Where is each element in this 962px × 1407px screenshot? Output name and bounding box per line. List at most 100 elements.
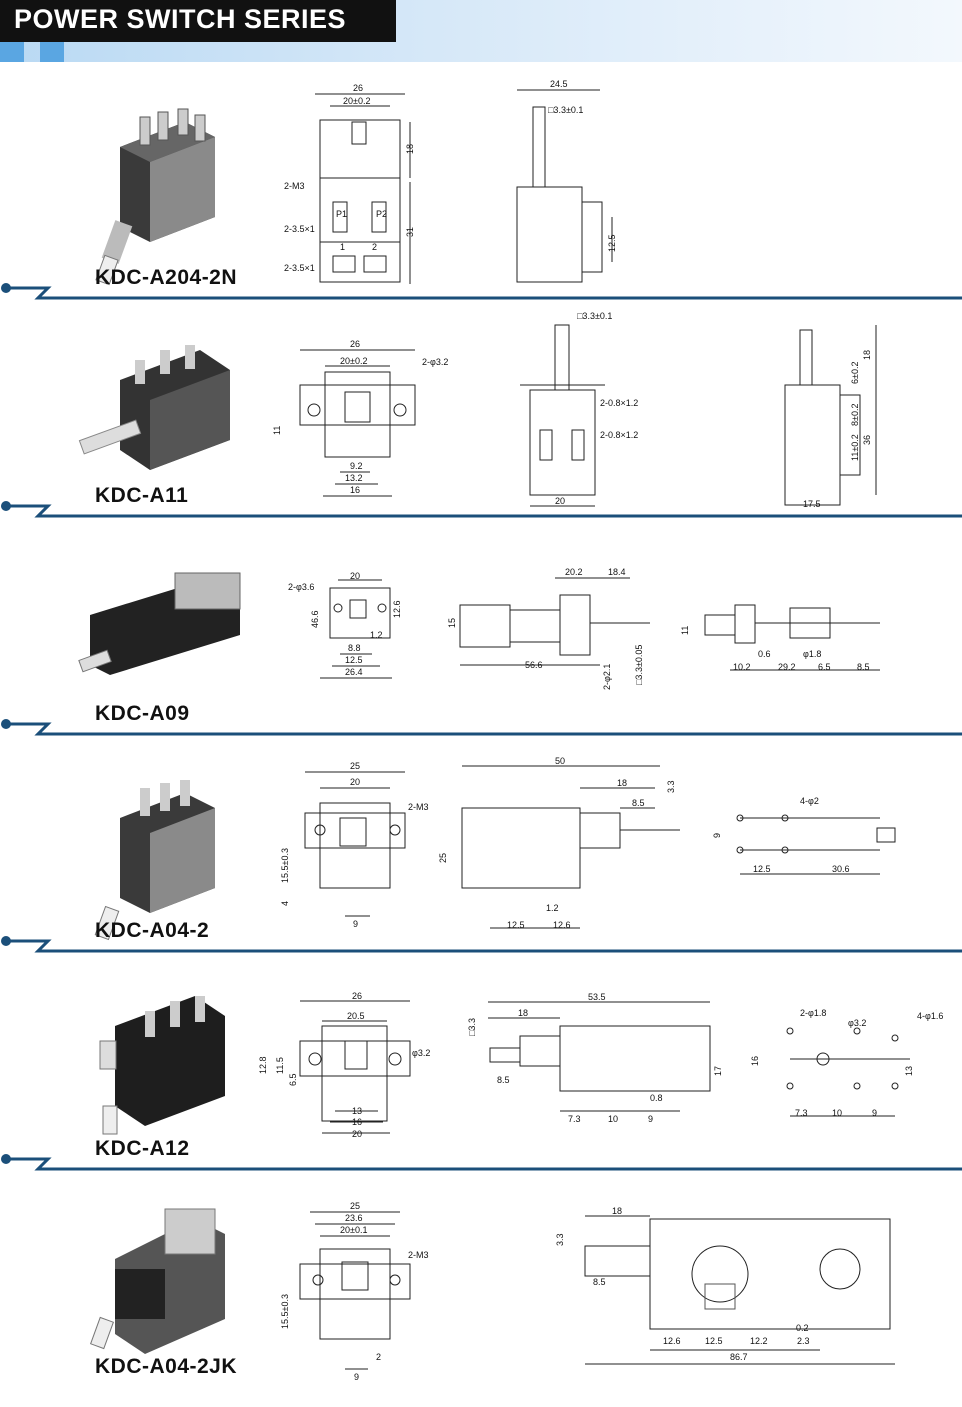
svg-text:2-3.5×1: 2-3.5×1 <box>284 224 315 234</box>
model-label: KDC-A12 <box>95 1137 190 1160</box>
svg-text:φ3.2: φ3.2 <box>848 1018 866 1028</box>
model-label: KDC-A204-2N <box>95 266 238 289</box>
svg-text:□3.3: □3.3 <box>467 1018 477 1036</box>
svg-text:□3.3±0.1: □3.3±0.1 <box>548 105 583 115</box>
svg-text:26.4: 26.4 <box>345 667 363 677</box>
model-label: KDC-A11 <box>95 484 189 507</box>
svg-text:25: 25 <box>350 761 360 771</box>
svg-text:2-φ3.6: 2-φ3.6 <box>288 582 314 592</box>
svg-text:12.8: 12.8 <box>258 1056 268 1074</box>
svg-text:12.6: 12.6 <box>392 600 402 618</box>
svg-text:8.5: 8.5 <box>497 1075 510 1085</box>
side-drawing <box>461 765 680 929</box>
switch-photo <box>94 780 215 941</box>
svg-text:1: 1 <box>340 242 345 252</box>
svg-text:□3.3±0.1: □3.3±0.1 <box>577 311 612 321</box>
svg-text:29.2: 29.2 <box>778 662 796 672</box>
svg-text:26: 26 <box>352 991 362 1001</box>
svg-text:11: 11 <box>680 626 690 635</box>
svg-text:15.5±0.3: 15.5±0.3 <box>280 1294 290 1329</box>
svg-text:18: 18 <box>612 1206 622 1216</box>
svg-text:0.6: 0.6 <box>758 649 771 659</box>
svg-text:25: 25 <box>438 853 448 863</box>
svg-text:9: 9 <box>712 833 722 838</box>
side-drawing <box>488 1001 711 1112</box>
svg-text:2: 2 <box>376 1352 381 1362</box>
front-drawing <box>304 771 406 917</box>
svg-text:8.8: 8.8 <box>348 643 361 653</box>
section-0-drawings: 26 20±0.2 18 31 2-M3 2-3.5×1 2-3.5×1 P1 … <box>1 79 962 300</box>
side-drawing <box>516 89 613 283</box>
header-tab-right <box>40 42 64 62</box>
svg-text:23.6: 23.6 <box>345 1213 363 1223</box>
svg-text:18.4: 18.4 <box>608 567 626 577</box>
svg-text:9: 9 <box>648 1114 653 1124</box>
model-label: KDC-A04-2 <box>95 919 210 942</box>
switch-photo <box>99 996 225 1135</box>
svg-text:16: 16 <box>352 1117 362 1127</box>
svg-text:1.2: 1.2 <box>546 903 559 913</box>
header-tab-left <box>0 42 24 62</box>
svg-text:10: 10 <box>832 1108 842 1118</box>
svg-text:53.5: 53.5 <box>588 992 606 1002</box>
model-label: KDC-A09 <box>95 702 190 725</box>
front-drawing <box>299 1000 411 1134</box>
svg-text:φ1.8: φ1.8 <box>803 649 821 659</box>
svg-text:2-φ3.2: 2-φ3.2 <box>422 357 448 367</box>
svg-text:12.5: 12.5 <box>607 234 617 252</box>
svg-text:4-φ1.6: 4-φ1.6 <box>917 1011 943 1021</box>
svg-text:12.5: 12.5 <box>705 1336 723 1346</box>
svg-text:20: 20 <box>352 1129 362 1139</box>
svg-text:□3.3±0.05: □3.3±0.05 <box>634 645 644 685</box>
svg-text:17: 17 <box>713 1066 723 1076</box>
svg-text:50: 50 <box>555 756 565 766</box>
section-kdc-a11: 26 20±0.2 2-φ3.2 11 9.2 13.2 16 □3.3±0.1… <box>0 300 962 522</box>
svg-text:13: 13 <box>352 1106 362 1116</box>
section-kdc-a09: 20 2-φ3.6 12.6 46.6 8.8 12.5 26.4 1.2 20… <box>0 520 962 740</box>
svg-text:2-0.8×1.2: 2-0.8×1.2 <box>600 430 638 440</box>
svg-text:15.5±0.3: 15.5±0.3 <box>280 848 290 883</box>
section-kdc-a12: 26 20.5 φ3.2 12.8 11.5 6.5 13 16 20 53.5… <box>0 956 962 1176</box>
svg-text:36: 36 <box>862 435 872 445</box>
svg-text:2-φ1.8: 2-φ1.8 <box>800 1008 826 1018</box>
switch-photo <box>95 108 215 286</box>
svg-text:12.6: 12.6 <box>663 1336 681 1346</box>
svg-text:3.3: 3.3 <box>555 1233 565 1246</box>
svg-text:2-0.8×1.2: 2-0.8×1.2 <box>600 398 638 408</box>
svg-text:20±0.2: 20±0.2 <box>343 96 370 106</box>
svg-text:26: 26 <box>353 83 363 93</box>
section-kdc-a04-2: 25 20 2-M3 15.5±0.3 4 9 50 18 8.5 3.3 25… <box>0 738 962 958</box>
svg-text:12.5: 12.5 <box>507 920 525 930</box>
svg-text:8.5: 8.5 <box>632 798 645 808</box>
svg-text:16: 16 <box>750 1056 760 1066</box>
svg-text:20±0.2: 20±0.2 <box>340 356 367 366</box>
svg-text:6.5: 6.5 <box>288 1073 298 1086</box>
svg-text:6.5: 6.5 <box>818 662 831 672</box>
svg-text:9.2: 9.2 <box>350 461 363 471</box>
svg-text:4: 4 <box>280 901 290 906</box>
section-separator <box>1 501 962 518</box>
svg-text:20: 20 <box>555 496 565 506</box>
section-separator <box>1 936 962 953</box>
model-label: KDC-A04-2JK <box>95 1355 238 1378</box>
svg-text:31: 31 <box>405 227 415 237</box>
svg-text:46.6: 46.6 <box>310 610 320 628</box>
svg-text:3.3: 3.3 <box>666 780 676 793</box>
svg-text:11.5: 11.5 <box>275 1057 285 1074</box>
section-1-drawings: 26 20±0.2 2-φ3.2 11 9.2 13.2 16 □3.3±0.1… <box>1 311 962 518</box>
svg-text:11±0.2: 11±0.2 <box>850 434 860 461</box>
svg-text:φ3.2: φ3.2 <box>412 1048 430 1058</box>
switch-photo <box>78 345 230 470</box>
svg-text:26: 26 <box>350 339 360 349</box>
switch-photo <box>78 572 241 675</box>
svg-text:2-φ2.1: 2-φ2.1 <box>602 664 612 690</box>
svg-text:7.3: 7.3 <box>568 1114 581 1124</box>
svg-text:9: 9 <box>354 1372 359 1382</box>
svg-text:13.2: 13.2 <box>345 473 363 483</box>
svg-text:25: 25 <box>350 1201 360 1211</box>
section-separator <box>1 1154 962 1171</box>
svg-text:18: 18 <box>405 144 415 154</box>
svg-text:2-3.5×1: 2-3.5×1 <box>284 263 315 273</box>
svg-text:56.6: 56.6 <box>525 660 543 670</box>
svg-text:2: 2 <box>372 242 377 252</box>
